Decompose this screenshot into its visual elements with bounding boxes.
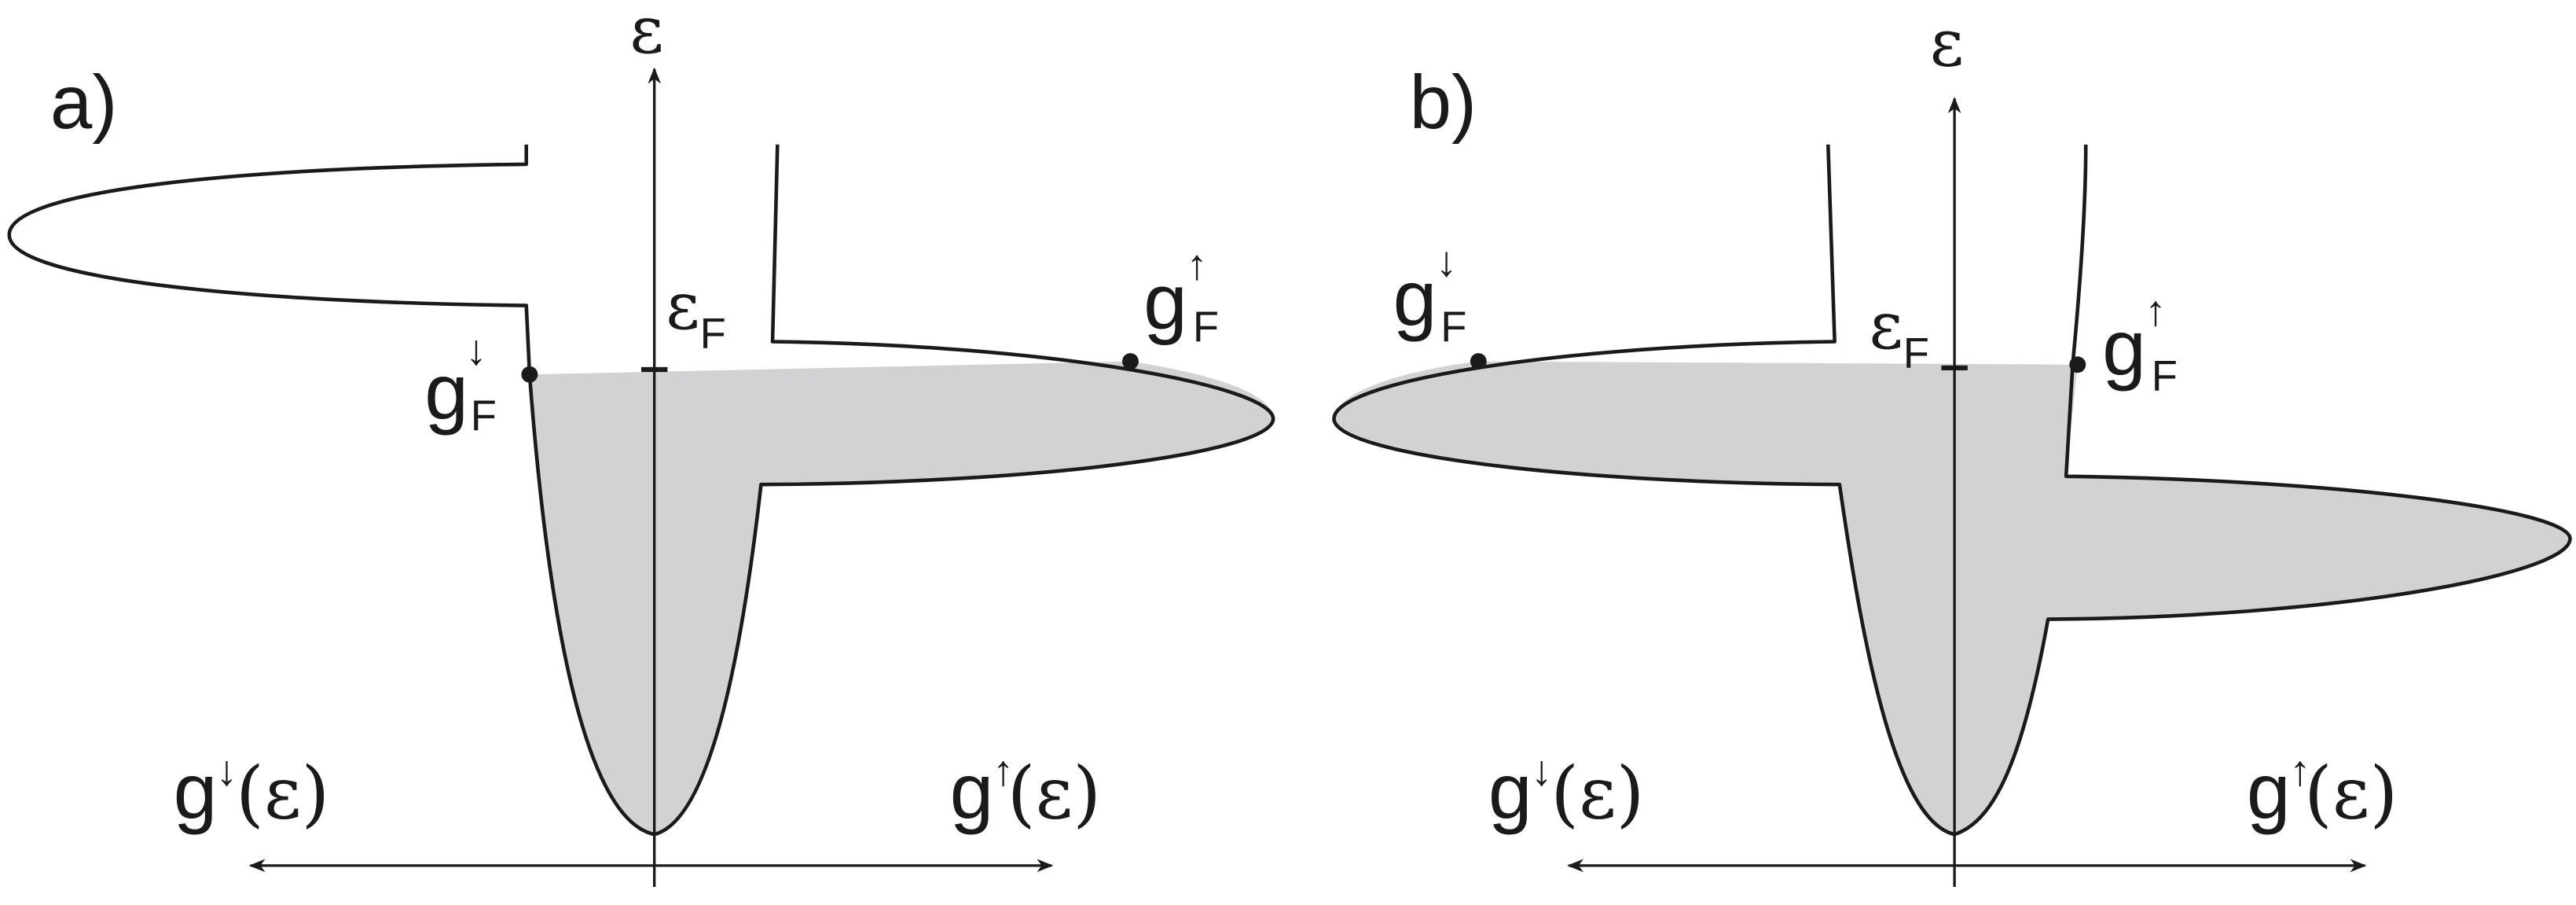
dos-down-argument: (ε)	[236, 751, 329, 835]
fermi-point-down	[1470, 353, 1487, 370]
dos-up-argument: (ε)	[1007, 751, 1101, 835]
gF-down-label: g	[1393, 255, 1437, 343]
spin-up-arrow-icon: ↑	[1186, 241, 1207, 289]
gF-up-label: g	[1143, 258, 1187, 346]
gF-down-subscript: F	[1440, 303, 1466, 351]
fermi-energy-label: εF	[1869, 287, 1928, 377]
fermi-point-up	[1122, 353, 1139, 370]
panel-b: b) ε εF g ↓ F g ↑ F g ↓ (ε) g ↑ (ε)	[1332, 5, 2572, 888]
dos-down-label: g	[174, 747, 218, 835]
gF-down-label: g	[424, 348, 468, 436]
panel-label: a)	[50, 61, 117, 145]
spin-down-arrow-icon: ↓	[216, 747, 237, 795]
fermi-point-down	[521, 366, 538, 383]
dos-down-label: g	[1488, 747, 1532, 835]
spin-up-arrow-icon: ↑	[993, 747, 1014, 795]
spin-down-arrow-icon: ↓	[1531, 747, 1552, 795]
gF-up-label: g	[2102, 304, 2146, 392]
spin-down-dos-curve	[7, 144, 655, 837]
fermi-energy-label: εF	[666, 267, 725, 358]
spin-up-dos-curve	[654, 144, 1275, 837]
dos-down-argument: (ε)	[1550, 751, 1644, 835]
spin-down-dos-curve	[1332, 144, 1955, 837]
dos-up-argument: (ε)	[2304, 751, 2398, 835]
spin-up-arrow-icon: ↑	[2289, 747, 2310, 795]
panel-label: b)	[1410, 61, 1477, 145]
gF-up-subscript: F	[1193, 303, 1219, 351]
dos-up-label: g	[2247, 747, 2291, 835]
spin-up-dos-curve	[1954, 144, 2572, 837]
panel-a: a) ε εF g ↓ F g ↑ F g ↓ (ε) g ↑ (ε)	[7, 0, 1275, 888]
energy-axis-label: ε	[629, 0, 663, 68]
gF-up-subscript: F	[2152, 352, 2178, 400]
spin-up-arrow-icon: ↑	[2145, 287, 2166, 335]
occupied-states-shading	[1334, 361, 2570, 835]
dos-up-label: g	[950, 747, 994, 835]
gF-down-subscript: F	[471, 392, 497, 440]
occupied-states-shading	[529, 361, 1274, 835]
spin-down-arrow-icon: ↓	[465, 326, 486, 374]
energy-axis-label: ε	[1930, 5, 1964, 82]
fermi-point-up	[2069, 356, 2086, 373]
spin-down-arrow-icon: ↓	[1436, 237, 1457, 285]
